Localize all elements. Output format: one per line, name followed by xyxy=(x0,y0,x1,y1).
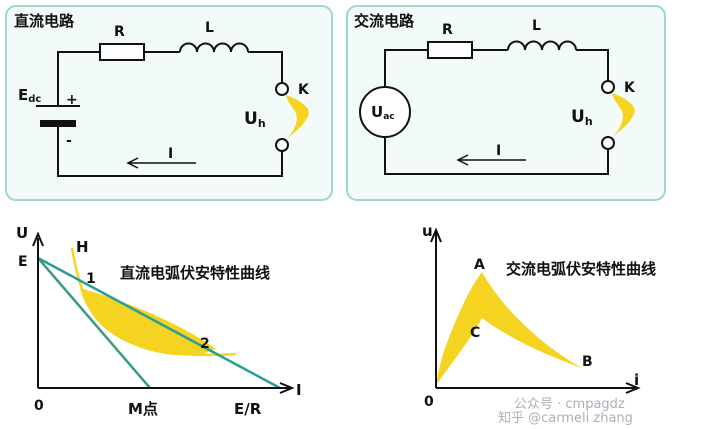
ac-source-label: Uac xyxy=(371,103,395,122)
ac-voltage-label: Uh xyxy=(571,107,593,128)
watermark: 公众号 · cmpagdz 知乎 @carmeli zhang xyxy=(498,397,633,426)
dc-m-label: M点 xyxy=(128,400,158,418)
ac-curve-title: 交流电弧伏安特性曲线 xyxy=(506,260,656,278)
dc-load-line-m xyxy=(37,257,151,389)
dc-current-label: I xyxy=(168,146,173,162)
ac-y-axis-label: u xyxy=(422,222,433,240)
dc-point1-label: 1 xyxy=(86,271,96,287)
ac-electrode-top xyxy=(601,80,615,94)
watermark-overlay: 公众号 · cmpagdz xyxy=(514,397,625,412)
dc-inductor-label: L xyxy=(205,20,214,36)
dc-resistor-label: R xyxy=(114,24,125,40)
ac-curve-plot: u i 0 A C B 交流电弧伏安特性曲线 xyxy=(422,222,656,410)
ac-circuit-panel: 交流电路 R L Uac K Uh I xyxy=(346,5,666,201)
dc-inductor xyxy=(179,42,249,53)
dc-panel-border xyxy=(5,5,333,201)
dc-x-axis-label: I xyxy=(296,381,302,399)
ac-point-b-label: B xyxy=(582,354,593,370)
dc-resistor xyxy=(99,43,145,61)
dc-switch-label: K xyxy=(298,82,310,98)
dc-load-line-er xyxy=(37,256,281,390)
dc-circuit-panel: 直流电路 R L Edc + - K Uh I xyxy=(5,5,333,201)
ac-arc xyxy=(612,93,635,137)
ac-resistor-label: R xyxy=(442,22,453,38)
ac-electrode-bottom xyxy=(601,136,615,150)
dc-arc-region xyxy=(80,288,216,356)
dc-e-label: E xyxy=(18,254,28,270)
dc-h-curve xyxy=(70,247,237,357)
dc-y-axis-label: U xyxy=(16,224,28,242)
ac-origin-label: 0 xyxy=(424,394,434,410)
ac-wires xyxy=(384,49,609,175)
ac-circuit-title: 交流电路 xyxy=(354,12,415,30)
ac-inductor-label: L xyxy=(532,18,541,34)
dc-point2-label: 2 xyxy=(200,336,210,352)
dc-origin-label: 0 xyxy=(34,398,44,414)
ac-switch-label: K xyxy=(624,80,636,96)
ac-resistor xyxy=(427,41,473,59)
dc-source-label: Edc xyxy=(18,86,41,105)
watermark-text: 知乎 @carmeli zhang xyxy=(498,410,633,426)
dc-battery-short-plate xyxy=(40,120,76,127)
dc-voltage-label: Uh xyxy=(244,109,266,130)
ac-source xyxy=(359,86,411,138)
ac-x-axis-label: i xyxy=(634,371,639,389)
dc-h-label: H xyxy=(76,238,89,256)
ac-inductor xyxy=(507,40,577,51)
dc-curve-title: 直流电弧伏安特性曲线 xyxy=(120,264,270,282)
ac-current-label: I xyxy=(496,143,501,159)
ac-panel-border xyxy=(346,5,666,201)
dc-minus-sign: - xyxy=(66,133,72,149)
dc-arc xyxy=(286,95,309,139)
ac-point-c-label: C xyxy=(470,325,480,341)
dc-wires xyxy=(57,51,283,177)
ac-point-a-label: A xyxy=(474,257,485,273)
dc-electrode-bottom xyxy=(275,138,289,152)
dc-curve-plot: U I 0 E H 1 2 M点 E/R 直流电弧伏安特性曲线 xyxy=(16,224,302,418)
ac-arc-loop xyxy=(436,272,582,385)
dc-plus-sign: + xyxy=(66,92,78,108)
dc-er-label: E/R xyxy=(234,400,262,418)
dc-circuit-title: 直流电路 xyxy=(14,12,75,30)
dc-electrode-top xyxy=(275,82,289,96)
